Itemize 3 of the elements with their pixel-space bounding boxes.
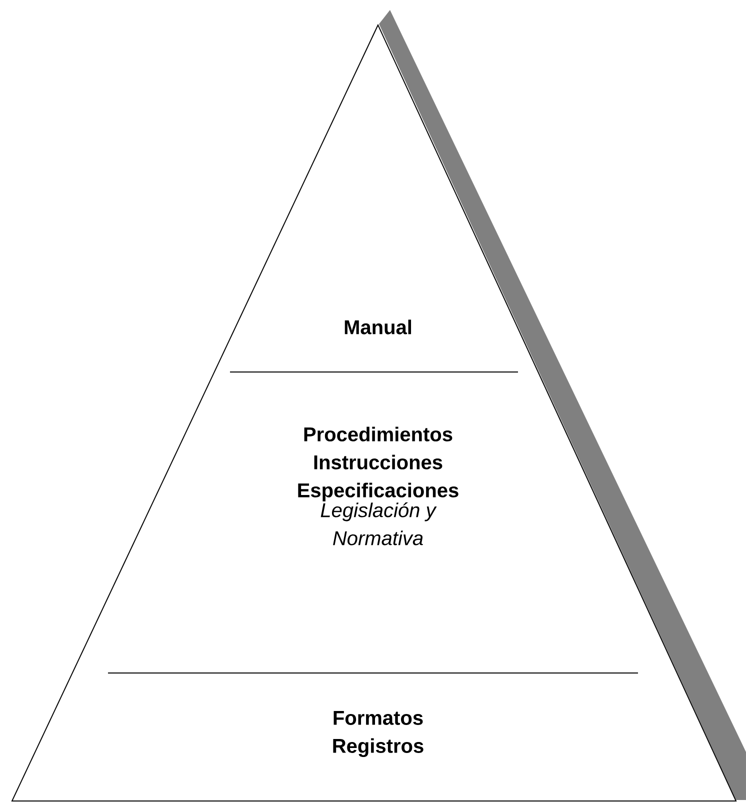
level-label: Formatos Registros xyxy=(333,711,424,757)
level-label: Procedimientos Instrucciones Especificaciones Legislación y Normativa xyxy=(298,426,458,546)
level-label: Manual xyxy=(344,320,412,334)
